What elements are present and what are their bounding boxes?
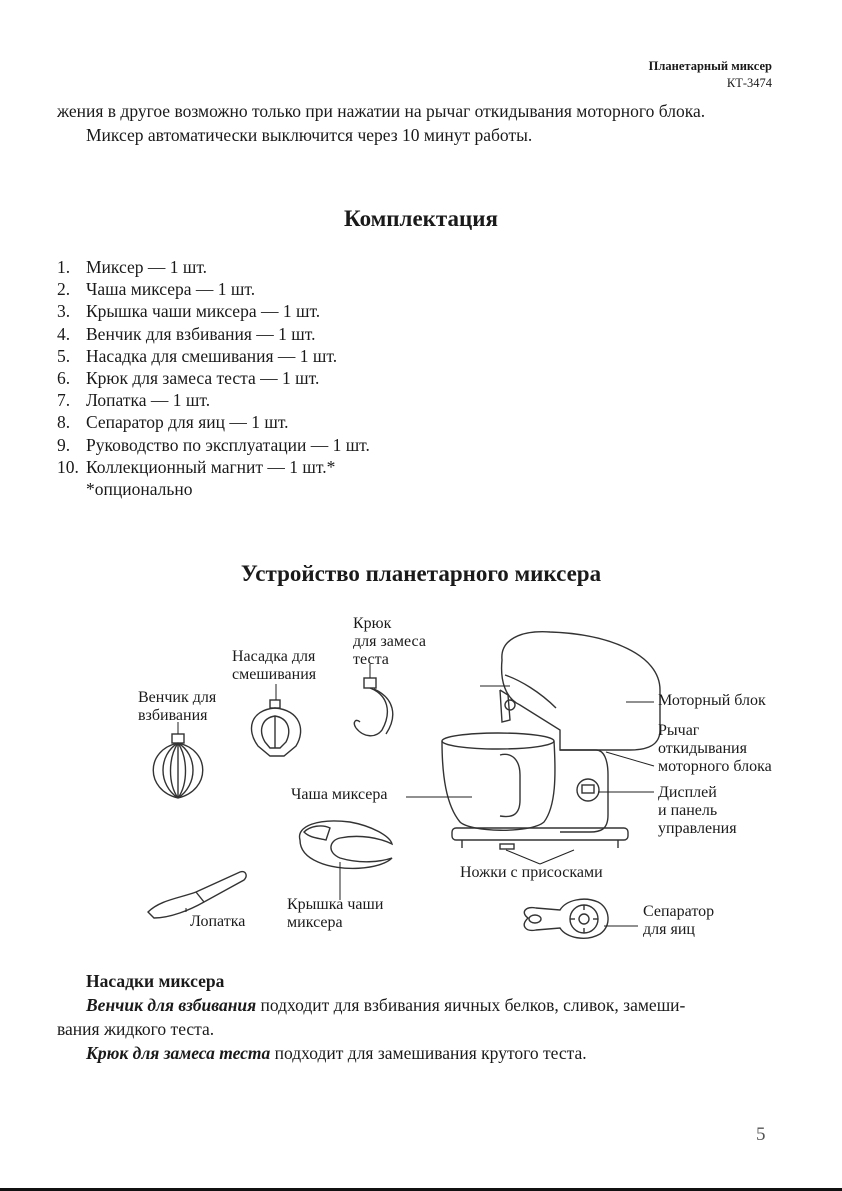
whisk-term: Венчик для взбивания	[86, 995, 257, 1015]
label-egg-separator: Сепаратор для яиц	[643, 903, 715, 938]
label-dough-hook: Крюк для замеса теста	[353, 615, 426, 668]
label-motor-block: Моторный блок	[658, 692, 766, 709]
page-number: 5	[756, 1124, 766, 1145]
list-item: 7.Лопатка — 1 шт.	[57, 390, 211, 411]
intro-line-1: жения в другое возможно только при нажат…	[57, 101, 706, 121]
list-item: 2.Чаша миксера — 1 шт.	[57, 279, 256, 300]
label-whisk: Венчик для взбивания	[138, 689, 217, 724]
kit-list: 1.Миксер — 1 шт. 2.Чаша миксера — 1 шт. …	[57, 256, 370, 500]
list-item: 4.Венчик для взбивания — 1 шт.	[57, 323, 316, 344]
whisk-paragraph-line-1: Венчик для взбивания подходит для взбива…	[86, 995, 686, 1015]
kit-title: Комплектация	[344, 206, 498, 231]
bowl-lid-drawing	[298, 820, 394, 870]
stand-mixer-drawing	[441, 631, 661, 850]
leader-lines	[177, 664, 655, 927]
egg-separator-drawing	[523, 898, 609, 939]
hook-paragraph: Крюк для замеса теста подходит для замеш…	[86, 1043, 587, 1063]
list-item: 5.Насадка для смешивания — 1 шт.	[57, 345, 338, 366]
flat-beater-drawing	[250, 699, 302, 757]
label-display-panel: Дисплей и панель управления	[658, 784, 737, 837]
list-item: 8.Сепаратор для яиц — 1 шт.	[57, 412, 289, 433]
header-model: КТ-3474	[726, 76, 772, 90]
label-feet: Ножки с присосками	[460, 864, 603, 881]
intro-line-2: Миксер автоматически выключится через 10…	[86, 125, 533, 145]
mixer-diagram	[147, 631, 661, 939]
device-title: Устройство планетарного миксера	[240, 561, 602, 586]
spatula-drawing	[147, 870, 247, 919]
list-item: 9.Руководство по эксплуатации — 1 шт.	[57, 434, 370, 455]
list-item: 3.Крышка чаши миксера — 1 шт.	[57, 301, 321, 322]
label-bowl-lid: Крышка чаши миксера	[287, 896, 384, 931]
list-item: 1.Миксер — 1 шт.	[57, 257, 208, 277]
label-spatula: Лопатка	[190, 913, 246, 930]
header-title: Планетарный миксер	[648, 59, 772, 73]
attachments-title: Насадки миксера	[86, 971, 225, 991]
dough-hook-drawing	[353, 677, 394, 737]
list-note: *опционально	[86, 479, 193, 500]
label-mixing-attachment: Насадка для смешивания	[232, 648, 317, 683]
running-header: Планетарный миксер КТ-3474	[649, 58, 772, 92]
whisk-paragraph-line-2: вания жидкого теста.	[57, 1019, 215, 1039]
label-bowl: Чаша миксера	[291, 786, 388, 803]
label-lever: Рычаг откидывания моторного блока	[658, 722, 772, 775]
hook-term: Крюк для замеса теста	[86, 1043, 271, 1063]
list-item: 6.Крюк для замеса теста — 1 шт.	[57, 368, 320, 389]
list-item: 10.Коллекционный магнит — 1 шт.*	[57, 456, 336, 477]
whisk-drawing	[152, 733, 204, 799]
page-bottom-rule	[0, 1188, 842, 1191]
